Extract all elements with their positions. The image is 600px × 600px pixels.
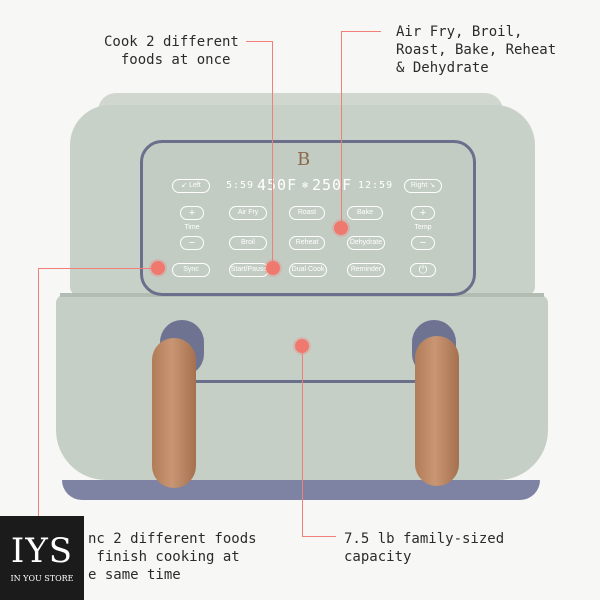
- store-logo-badge: IYS IN YOU STORE: [0, 516, 84, 600]
- right-basket-handle[interactable]: [415, 336, 459, 486]
- callout-line-top-left-v: [272, 41, 273, 261]
- temp-minus-button[interactable]: −: [411, 236, 435, 250]
- start-pause-button[interactable]: Start/Pause: [229, 263, 269, 277]
- store-logo-text: IYS: [10, 531, 74, 571]
- left-button-label: Left: [189, 182, 201, 189]
- callout-cook-two-foods: Cook 2 different foods at once: [104, 34, 239, 68]
- temp-plus-button[interactable]: +: [411, 206, 435, 220]
- dual-cook-button[interactable]: Dual Cook: [289, 263, 327, 277]
- display-right-time: 12:59: [358, 180, 394, 191]
- callout-line-bottom-right-h: [302, 536, 336, 537]
- display-left-temp: 450F: [257, 176, 298, 194]
- callout-line-top-left-h: [246, 41, 272, 42]
- callout-line-top-right-v: [341, 31, 342, 223]
- callout-line-top-right-h: [341, 31, 381, 32]
- brand-logo: B: [297, 149, 311, 170]
- display-right-temp: 250F: [312, 176, 353, 194]
- time-plus-button[interactable]: +: [180, 206, 204, 220]
- air-fry-button[interactable]: Air Fry: [229, 206, 267, 220]
- time-minus-button[interactable]: −: [180, 236, 204, 250]
- store-name: IN YOU STORE: [10, 574, 74, 583]
- callout-line-bottom-left-h: [38, 268, 158, 269]
- callout-dot-capacity: [295, 339, 309, 353]
- fan-icon: ✻: [302, 180, 310, 191]
- callout-cooking-modes: Air Fry, Broil, Roast, Bake, Reheat & De…: [396, 24, 557, 76]
- temp-label: Temp: [414, 224, 432, 231]
- right-button-label: Right: [410, 182, 428, 189]
- callout-line-bottom-left-v: [38, 268, 39, 516]
- left-button[interactable]: ↙ Left: [172, 179, 210, 193]
- sync-button[interactable]: Sync: [172, 263, 210, 277]
- callout-capacity: 7.5 lb family-sized capacity: [344, 531, 505, 565]
- dehydrate-button[interactable]: Dehydrate: [347, 236, 385, 250]
- reminder-button[interactable]: Reminder: [347, 263, 385, 277]
- roast-button[interactable]: Roast: [289, 206, 325, 220]
- right-button[interactable]: Right ↘: [404, 179, 442, 193]
- drawer-trim-line: [180, 380, 416, 383]
- callout-dot-sync: [151, 261, 165, 275]
- callout-line-bottom-right-v: [302, 346, 303, 536]
- control-panel: [140, 140, 476, 296]
- callout-dot-presets: [334, 221, 348, 235]
- display-left-time: 5:59: [226, 180, 255, 191]
- left-basket-handle[interactable]: [152, 338, 196, 488]
- bake-button[interactable]: Bake: [347, 206, 383, 220]
- callout-dot-dual-cook: [266, 261, 280, 275]
- time-label: Time: [184, 224, 200, 231]
- power-button[interactable]: ⏻: [410, 263, 436, 277]
- reheat-button[interactable]: Reheat: [289, 236, 325, 250]
- broil-button[interactable]: Broil: [229, 236, 267, 250]
- air-fryer-base: [62, 480, 540, 500]
- callout-sync-finish: nc 2 different foods finish cooking at e…: [88, 531, 257, 583]
